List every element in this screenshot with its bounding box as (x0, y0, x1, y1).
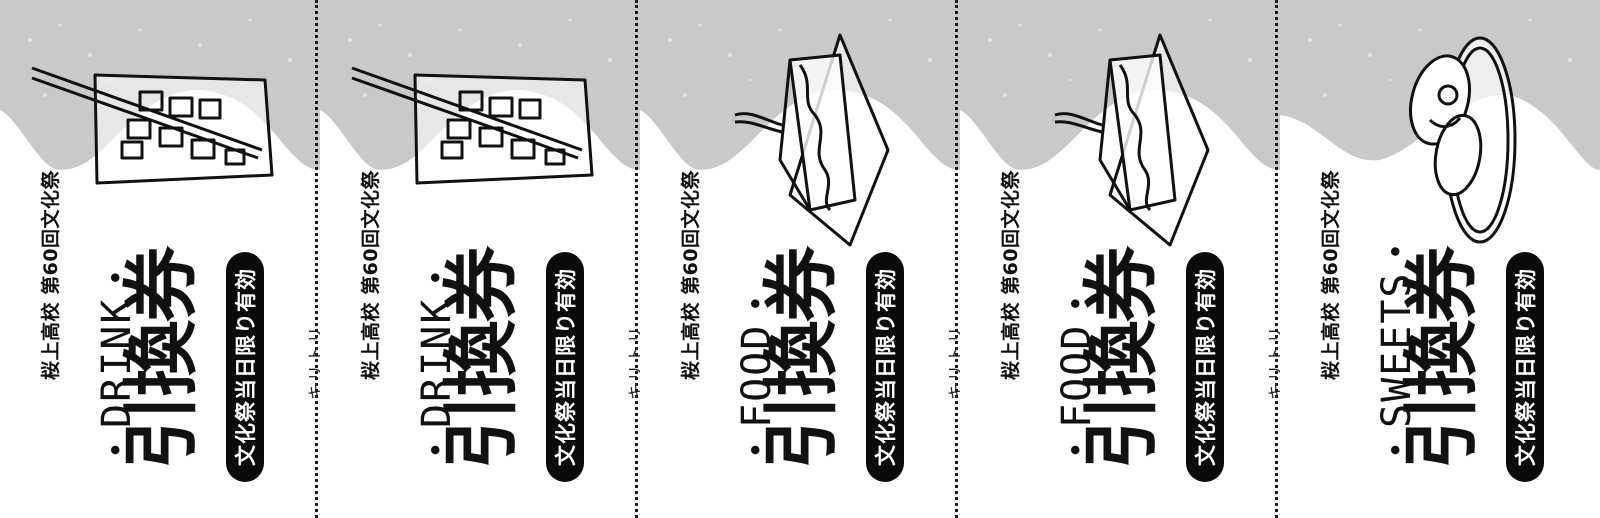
school-festival-label: 桜上高校 第60回文化祭 (40, 169, 62, 380)
ticket-title: 引換券 (437, 248, 526, 470)
ticket-1: 桜上高校 第60回文化祭 ・DRINK・ 引換券 文化祭当日限り有効 キリトリ (0, 0, 320, 518)
perforation-line[interactable] (635, 0, 638, 518)
pancake-plate-icon (1409, 36, 1517, 244)
perforation-line[interactable] (955, 0, 958, 518)
ticket-2: 桜上高校 第60回文化祭 ・DRINK・ 引換券 文化祭当日限り有効 キリトリ (320, 0, 640, 518)
sandwich-icon (734, 33, 890, 247)
school-festival-label: 桜上高校 第60回文化祭 (1000, 169, 1022, 380)
school-festival-label: 桜上高校 第60回文化祭 (360, 169, 382, 380)
drink-glass-icon (351, 66, 594, 185)
ticket-title: 引換券 (117, 248, 206, 470)
validity-badge: 文化祭当日限り有効 (1506, 252, 1544, 482)
sandwich-icon (1054, 33, 1210, 247)
ticket-title: 引換券 (1077, 248, 1166, 470)
ticket-4: 桜上高校 第60回文化祭 ・FOOD・ 引換券 文化祭当日限り有効 キリトリ (960, 0, 1280, 518)
school-festival-label: 桜上高校 第60回文化祭 (1320, 169, 1342, 380)
ticket-5: 桜上高校 第60回文化祭 ・SWEETS・ 引換券 文化祭当日限り有効 (1280, 0, 1600, 518)
perforation-line[interactable] (315, 0, 318, 518)
validity-badge: 文化祭当日限り有効 (546, 252, 584, 482)
ticket-3: 桜上高校 第60回文化祭 ・FOOD・ 引換券 文化祭当日限り有効 キリトリ (640, 0, 960, 518)
perforation-line[interactable] (1275, 0, 1278, 518)
school-festival-label: 桜上高校 第60回文化祭 (680, 169, 702, 380)
validity-badge: 文化祭当日限り有効 (866, 252, 904, 482)
ticket-title: 引換券 (757, 248, 846, 470)
ticket-title: 引換券 (1397, 248, 1486, 470)
validity-badge: 文化祭当日限り有効 (1186, 252, 1224, 482)
drink-glass-icon (31, 66, 274, 185)
validity-badge: 文化祭当日限り有効 (226, 252, 264, 482)
